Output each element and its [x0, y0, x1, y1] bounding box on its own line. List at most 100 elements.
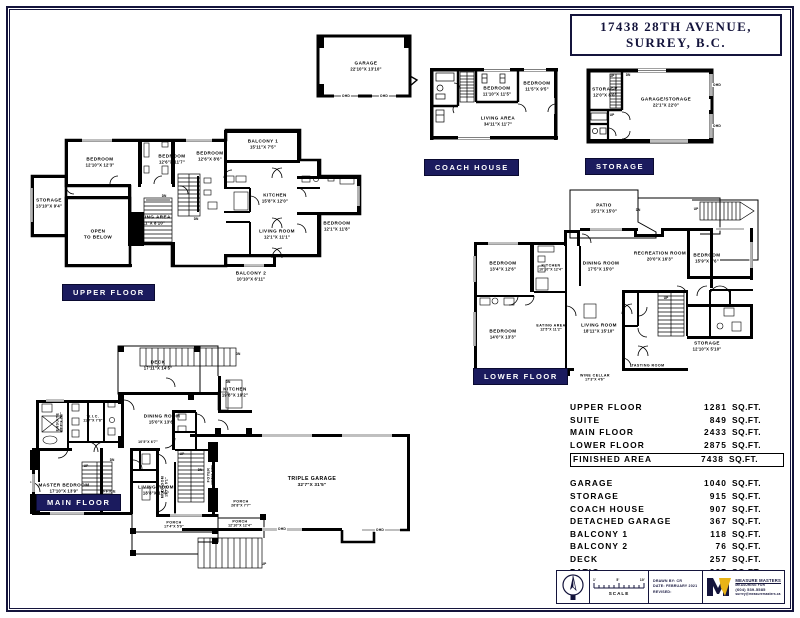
stair-dn-label-lower: DN — [635, 208, 641, 212]
room-main-ensuite: ENSUITE 15'7"X 7'8" — [56, 412, 65, 432]
area-row-lower-floor: LOWER FLOOR 2875 SQ.FT. — [570, 440, 784, 453]
address-line-1: 17438 28TH AVENUE, — [600, 19, 752, 34]
area-value: 907 — [709, 503, 727, 514]
room-name: BEDROOM — [489, 260, 517, 266]
area-schedule-spacer — [570, 467, 784, 478]
overhead-door-label-main-1: OHD — [276, 527, 288, 531]
room-name: KITCHEN — [541, 263, 561, 268]
stair-up-label-porch: UP — [261, 562, 267, 566]
stair-up-label-lower: UP — [693, 207, 699, 211]
room-name: DINING ROOM — [582, 260, 620, 266]
room-main-pantry: 10'5"X 6'7" — [138, 440, 158, 444]
room-dim: 10'10"X 12'4" — [539, 268, 563, 272]
room-upper-bedroom-1: BEDROOM 12'10"X 12'3" — [86, 156, 115, 167]
room-name: OFFICE — [100, 489, 116, 494]
overhead-door-label-main-2: OHD — [374, 528, 386, 532]
room-upper-balcony-1: BALCONY 1 15'11"X 7'5" — [248, 138, 279, 149]
room-dim: 10'5"X 6'7" — [138, 439, 158, 444]
room-lower-living-room: LIVING ROOM 18'11"X 15'10" — [581, 322, 617, 333]
room-name: GARAGE/STORAGE — [640, 96, 692, 102]
logo-email: surrey@measuremasters.ca — [735, 592, 781, 596]
room-main-mudroom: MUDROOM 13'7"X 6'1" — [161, 476, 170, 499]
room-dim: 34'11"X 11'7" — [483, 121, 513, 126]
drawing-stamp-cell: DRAWN BY: CR DATE: FEBRUARY 2021 REVISED… — [649, 571, 704, 603]
area-unit: SQ.FT. — [732, 503, 762, 514]
room-dim: 11'10"X 11'5" — [482, 91, 512, 96]
logo-phone: (604) 539-5585 — [735, 587, 766, 592]
stair-up-label-foyer: UP — [83, 464, 89, 468]
room-dim: 11'5"X 9'5" — [525, 86, 549, 91]
area-value: 2875 — [703, 439, 727, 450]
drawn-by-line: DRAWN BY: CR — [653, 578, 683, 583]
coach-house-plan: BEDROOM 11'10"X 11'5" BEDROOM 11'5"X 9'5… — [418, 58, 570, 148]
stair-up-label-main: UP — [179, 452, 185, 456]
scale-ruler-icon — [593, 583, 645, 589]
room-name: BALCONY 1 — [247, 138, 279, 144]
room-main-porch-3: PORCH 26'8"X 7'7" — [231, 500, 251, 509]
room-dim: 19'8"X 19'2" — [221, 392, 249, 397]
room-name: PORCH — [166, 520, 182, 525]
room-dim: 17'11"X 14'5" — [143, 365, 173, 370]
room-upper-bedroom-2: BEDROOM 12'6"X 11'7" — [158, 153, 185, 164]
room-garage: GARAGE 22'10"X 13'10" — [350, 60, 381, 71]
room-coach-bedroom-1: BEDROOM 11'10"X 11'5" — [483, 85, 511, 96]
floor-tag-lower-floor: LOWER FLOOR — [473, 368, 568, 385]
room-upper-storage: STORAGE 13'10"X 9'4" — [36, 197, 62, 208]
area-label: DETACHED GARAGE — [570, 516, 672, 527]
area-value: 1281 — [703, 402, 727, 412]
stair-up-label-2: UP — [609, 113, 615, 117]
room-upper-bedroom-4: BEDROOM 12'1"X 11'8" — [323, 220, 350, 231]
area-unit: SQ.FT. — [732, 414, 762, 425]
room-name: LIVING ROOM — [259, 228, 295, 234]
room-dim: 15'9"X 9'6" — [695, 258, 719, 263]
room-dim: 18'11"X 15'10" — [583, 328, 615, 333]
room-name: BEDROOM — [693, 252, 721, 258]
room-lower-storage: STORAGE 12'10"X 5'10" — [693, 340, 722, 351]
scale-tick-3: 10' — [639, 578, 646, 582]
floor-tag-main-floor: MAIN FLOOR — [36, 494, 121, 511]
room-upper-bedroom-3: BEDROOM 12'6"X 8'6" — [196, 150, 223, 161]
overhead-door-label-2: OHD — [378, 94, 390, 98]
room-lower-eating-area: EATING AREA 12'5"X 11'2" — [536, 324, 565, 333]
area-value: 1040 — [703, 478, 727, 489]
room-coach-bedroom-2: BEDROOM 11'5"X 9'5" — [523, 80, 550, 91]
room-lower-bedroom-2: BEDROOM 13'4"X 12'6" — [489, 260, 516, 271]
room-storage-small: STORAGE 12'0"X 8'0" — [592, 86, 618, 97]
room-dim: 12'6"X 8'6" — [198, 156, 222, 161]
room-main-dining-room: DINING ROOM 15'0"X 13'6" — [144, 413, 181, 424]
area-unit: SQ.FT. — [732, 427, 762, 438]
area-unit: SQ.FT. — [732, 490, 762, 501]
scale-tick-2: 5' — [616, 578, 620, 582]
room-name: KITCHEN — [263, 192, 287, 198]
room-dim: 26'8"X 7'7" — [231, 504, 251, 508]
scale-label: SCALE — [608, 591, 630, 596]
area-row-garage: GARAGE 1040 SQ.FT. — [570, 478, 784, 491]
room-name: LIVING ROOM — [138, 484, 174, 490]
logo-wrap: MEASURE MASTERS MEASURING FOR (604) 539-… — [706, 577, 781, 597]
room-name: KITCHEN — [223, 386, 247, 392]
room-dim: 15'1"X 15'0" — [590, 208, 618, 213]
storage-building-plan: STORAGE 12'0"X 8'0" GARAGE/STORAGE 22'1"… — [578, 62, 730, 150]
room-dim: 18'8"X 17'0" — [142, 490, 170, 495]
area-label: COACH HOUSE — [570, 503, 645, 514]
area-unit: SQ.FT. — [732, 516, 762, 527]
area-label: UPPER FLOOR — [570, 402, 643, 412]
main-floor-plan: DECK 17'11"X 14'5" KITCHEN 19'8"X 19'2" … — [22, 342, 412, 572]
upper-floor-plan: BEDROOM 12'10"X 12'3" BEDROOM 12'6"X 11'… — [20, 126, 362, 286]
area-row-balcony-1: BALCONY 1 118 SQ.FT. — [570, 529, 784, 542]
area-row-storage: STORAGE 915 SQ.FT. — [570, 491, 784, 504]
room-main-deck: DECK 17'11"X 14'5" — [144, 359, 173, 370]
room-lower-recreation-room: RECREATION ROOM 20'0"X 16'3" — [634, 250, 686, 261]
overhead-door-label-side: OHD — [711, 83, 723, 87]
area-value: 2433 — [703, 427, 727, 438]
room-name: BEDROOM — [158, 153, 186, 159]
room-dim: 15'11"X 7'5" — [249, 144, 277, 149]
room-name: STORAGE — [694, 340, 720, 346]
area-row-upper-floor: UPPER FLOOR 1281 SQ.FT. — [570, 402, 784, 415]
area-value: 257 — [709, 553, 727, 564]
room-dim: 12'6"X 11'7" — [158, 159, 186, 164]
room-main-wic: W.I.C. 11'7"X 7'8" — [83, 415, 102, 424]
open-to-below-line-2: TO BELOW — [83, 234, 113, 239]
room-dim: 32'7"X 31'5" — [297, 482, 327, 487]
room-name: GARAGE — [354, 60, 378, 66]
